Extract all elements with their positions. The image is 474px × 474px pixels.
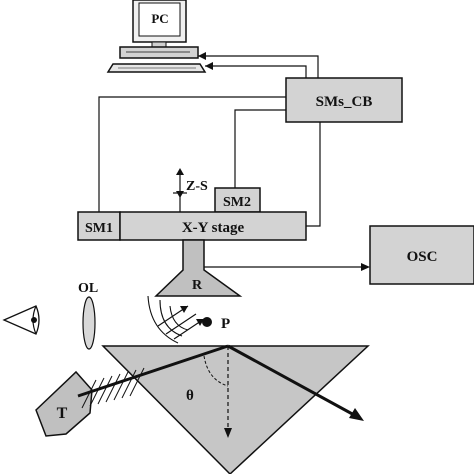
osc-label: OSC — [407, 249, 438, 265]
t-label: T — [57, 405, 68, 422]
xy-stage-label: X-Y stage — [182, 220, 245, 236]
sm1-label: SM1 — [85, 221, 113, 236]
beam-arrowhead — [349, 408, 364, 421]
zs-label: Z-S — [186, 179, 208, 194]
lens-icon — [82, 296, 96, 350]
sm2-label: SM2 — [223, 195, 251, 210]
z-arrow-up — [176, 168, 184, 175]
osc-arrowhead — [361, 263, 370, 271]
scatter-arrow-2 — [196, 319, 204, 326]
cable-arrowhead-2 — [205, 62, 213, 70]
pc-cable — [198, 55, 319, 78]
transmitter-horn — [35, 370, 93, 437]
r-label: R — [192, 278, 203, 293]
incident-beam — [77, 344, 229, 398]
wavefronts — [81, 367, 145, 409]
receiver-horn — [154, 239, 243, 297]
cable-arrowhead — [198, 52, 206, 60]
sm2-box — [214, 187, 261, 213]
scatter-arcs — [147, 295, 205, 344]
p-label: P — [221, 316, 230, 332]
particle-dot — [202, 317, 212, 327]
z-arrow-down — [176, 191, 184, 198]
eye-icon — [2, 305, 40, 335]
theta-arc — [203, 355, 229, 387]
sms-cb-box — [285, 77, 403, 123]
computer-monitor-icon — [106, 0, 207, 73]
sm1-box — [77, 211, 121, 241]
osc-box — [369, 225, 474, 285]
prism — [101, 345, 370, 474]
ol-label: OL — [78, 281, 98, 296]
sms-cb-label: SMs_CB — [316, 94, 373, 110]
scatter-arrow-1 — [180, 306, 188, 313]
xy-stage-box — [119, 211, 307, 241]
pc-label: PC — [151, 11, 168, 26]
normal-arrowhead — [224, 428, 232, 438]
theta-label: θ — [186, 388, 194, 404]
motor-cables — [98, 96, 321, 227]
reflected-beam — [227, 344, 357, 418]
